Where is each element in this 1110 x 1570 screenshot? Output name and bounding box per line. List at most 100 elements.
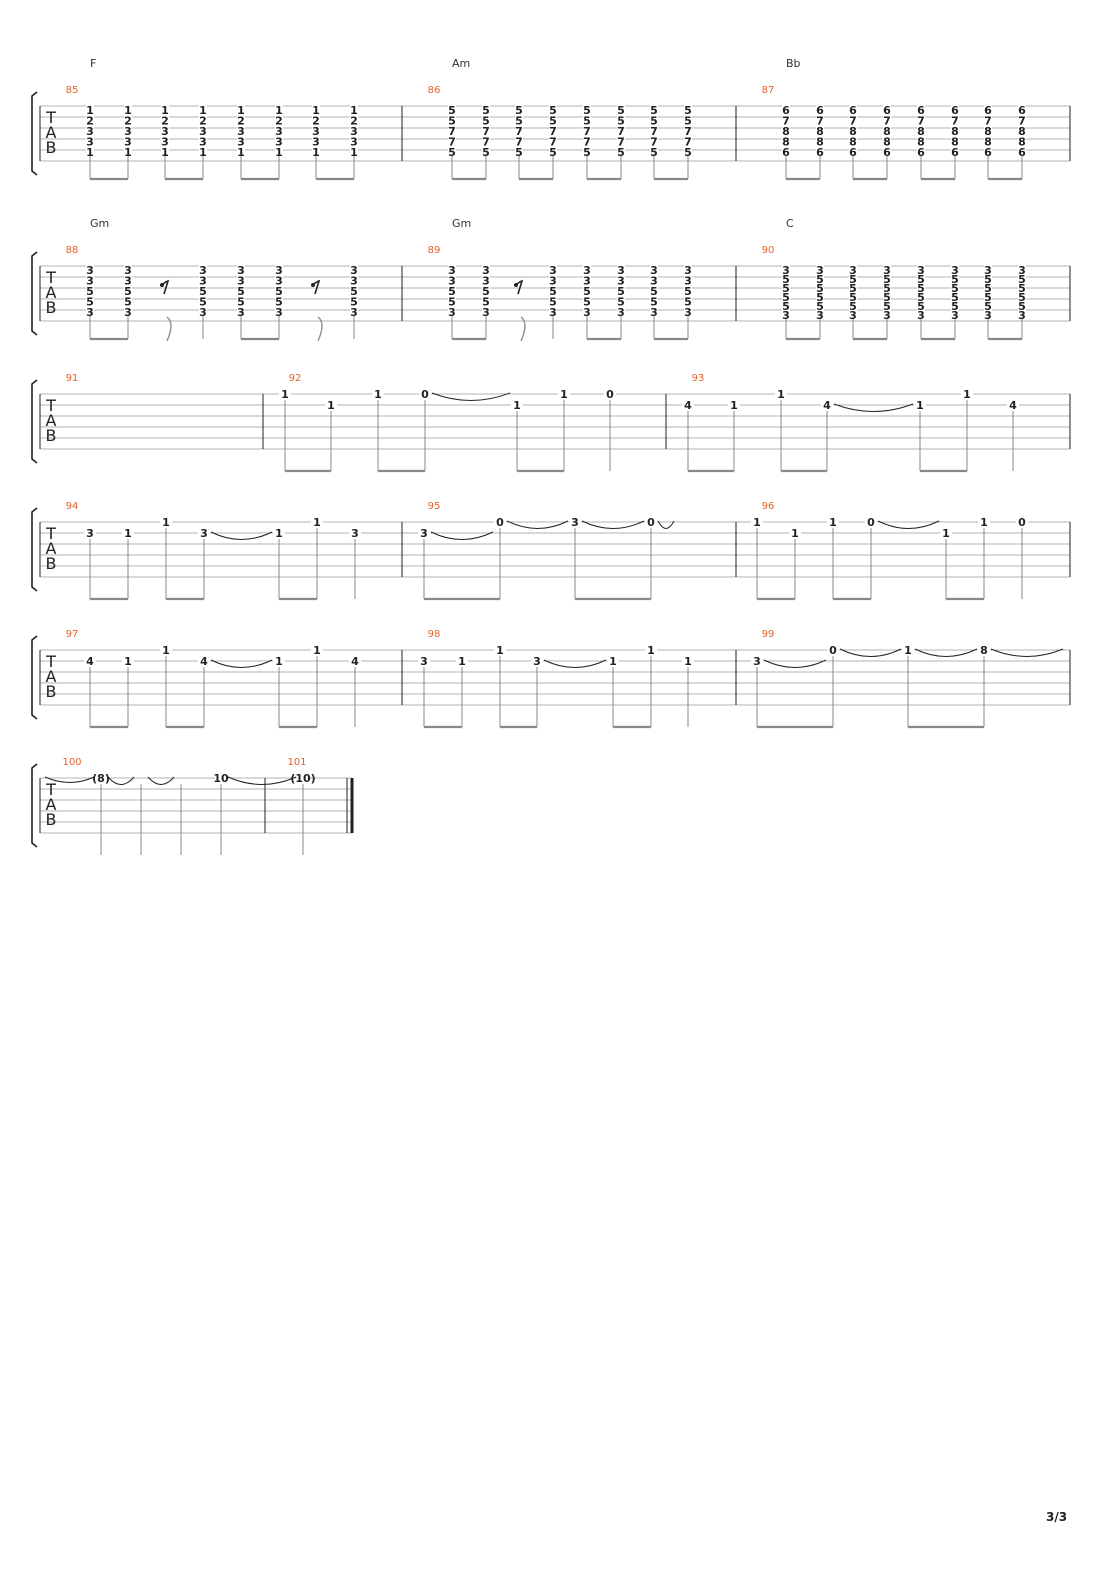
fret-mask: [583, 265, 591, 274]
fret-number: 3: [583, 306, 591, 319]
fret-number: 5: [951, 282, 959, 295]
fret-number: 3: [684, 275, 692, 288]
fret-mask: [645, 644, 657, 655]
fret-number: 5: [275, 296, 283, 309]
eighth-rest: [312, 279, 321, 295]
fret-mask: [951, 301, 959, 310]
fret-number: 3: [650, 306, 658, 319]
system-bracket: [31, 251, 38, 336]
fret-mask: [583, 286, 591, 295]
fret-number: 5: [482, 115, 490, 128]
fret-number: 1: [684, 655, 692, 668]
fret-number: 3: [199, 136, 207, 149]
fret-number: 3: [275, 264, 283, 277]
fret-number: 3: [124, 306, 132, 319]
fret-number: 5: [782, 282, 790, 295]
fret-number: 3: [275, 275, 283, 288]
fret-number: 3: [351, 527, 359, 540]
fret-number: 5: [782, 291, 790, 304]
fret-mask: [827, 644, 839, 655]
fret-number: 5: [883, 282, 891, 295]
system-bracket: [31, 91, 38, 176]
fret-mask: [951, 136, 959, 146]
fret-mask: [978, 644, 990, 655]
fret-number: 5: [448, 104, 456, 117]
fret-number: 3: [448, 275, 456, 288]
fret-number: 5: [583, 104, 591, 117]
fret-number: 1: [609, 655, 617, 668]
fret-mask: [883, 147, 891, 156]
tie: [877, 520, 940, 529]
fret-number: 3: [199, 264, 207, 277]
tab-system: [31, 251, 1071, 342]
fret-number: 1: [327, 399, 335, 412]
fret-number: 5: [549, 115, 557, 128]
rest-flag: [317, 316, 323, 342]
fret-number: 5: [549, 104, 557, 117]
fret-mask: [849, 126, 857, 135]
fret-number: 1: [312, 104, 320, 117]
fret-number: 3: [617, 306, 625, 319]
fret-mask: [273, 527, 285, 538]
fret-number: 1: [124, 104, 132, 117]
fret-number: 1: [275, 527, 283, 540]
fret-mask: [751, 655, 763, 666]
tie: [763, 659, 827, 668]
tie: [914, 648, 978, 657]
fret-number: 5: [482, 104, 490, 117]
fret-number: 8: [951, 136, 959, 149]
fret-mask: [275, 275, 283, 285]
fret-mask: [782, 105, 790, 114]
fret-number: 5: [1018, 273, 1026, 286]
fret-mask: [583, 126, 591, 135]
fret-number: 1: [777, 388, 785, 401]
fret-mask: [482, 105, 490, 114]
fret-number: 3: [782, 309, 790, 322]
fret-mask: [883, 136, 891, 146]
fret-mask: [372, 388, 384, 399]
fret-mask: [448, 296, 456, 306]
fret-mask: [849, 136, 857, 146]
fret-mask: [456, 655, 468, 666]
fret-mask: [984, 274, 992, 283]
fret-number: 3: [549, 306, 557, 319]
fret-mask: [86, 307, 94, 316]
fret-number: 1: [313, 516, 321, 529]
fret-mask: [917, 292, 925, 301]
fret-mask: [816, 147, 824, 156]
fret-number: 5: [448, 146, 456, 159]
fret-number: 3: [917, 264, 925, 277]
fret-number: 7: [782, 115, 790, 128]
fret-mask: [86, 136, 94, 146]
fret-number: 5: [350, 285, 358, 298]
fret-mask: [984, 126, 992, 135]
fret-mask: [917, 310, 925, 319]
fret-mask: [482, 115, 490, 125]
chord-name: F: [90, 57, 96, 70]
tie: [506, 520, 569, 529]
fret-number: 5: [883, 300, 891, 313]
fret-mask: [349, 527, 361, 538]
fret-mask: [161, 115, 169, 125]
fret-mask: [650, 275, 658, 285]
fret-number: 3: [549, 275, 557, 288]
fret-number: 3: [617, 275, 625, 288]
fret-mask: [984, 310, 992, 319]
fret-mask: [782, 310, 790, 319]
fret-mask: [650, 265, 658, 274]
fret-number: 3: [237, 125, 245, 138]
fret-number: 8: [883, 125, 891, 138]
fret-number: 6: [984, 146, 992, 159]
fret-mask: [549, 286, 557, 295]
tab-clef-letter: A: [46, 123, 57, 142]
fret-number: 6: [782, 146, 790, 159]
fret-mask: [684, 265, 692, 274]
fret-mask: [237, 136, 245, 146]
fret-number: 1: [496, 644, 504, 657]
tab-clef-letter: T: [45, 108, 56, 127]
fret-number: 1: [829, 516, 837, 529]
fret-mask: [161, 147, 169, 156]
fret-number: 5: [617, 104, 625, 117]
tie: [107, 776, 135, 785]
tab-clef-letter: B: [46, 138, 57, 157]
